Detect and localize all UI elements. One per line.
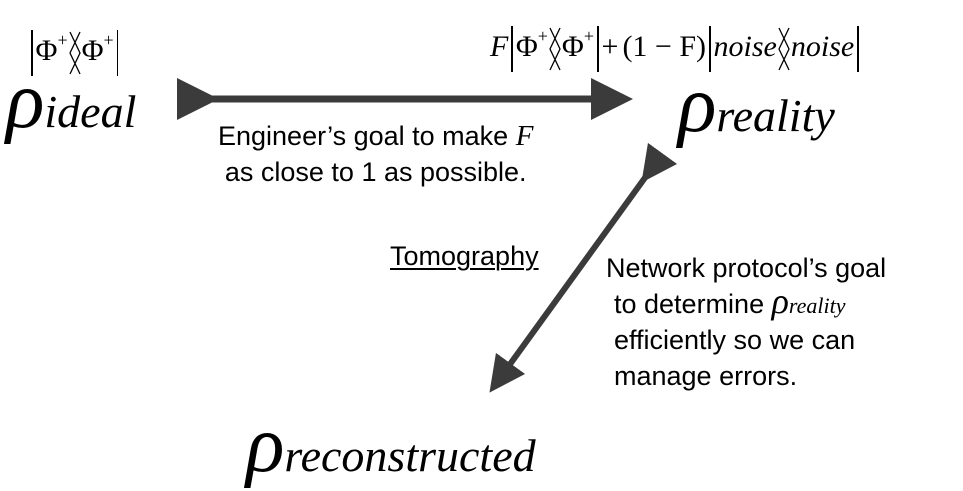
noise-ket: noise	[713, 30, 777, 63]
plus-sign: +	[601, 30, 619, 63]
ket-bar-left	[511, 26, 513, 73]
ket-bar-left	[709, 26, 711, 73]
network-goal-line2: to determine	[614, 289, 765, 319]
rho-reconstructed-symbol: ρ	[246, 401, 285, 489]
reality-ket-sup: +	[537, 26, 548, 46]
network-goal-line1: Network protocol’s goal	[606, 253, 887, 283]
rho-reality: ρreality	[678, 60, 835, 151]
mixing-factor: (1 − F)	[622, 30, 707, 63]
ideal-ket-symbol: Φ	[35, 34, 58, 67]
reality-ket-symbol: Φ	[515, 30, 538, 63]
engineer-goal-line2: as close to 1 as possible.	[224, 157, 527, 187]
network-rho-subscript: reality	[788, 293, 846, 318]
bra-bar-right	[857, 26, 859, 73]
rho-ideal-subscript: ideal	[44, 86, 137, 137]
fidelity-coefficient: F	[490, 30, 509, 63]
ket-bar-left	[31, 30, 33, 77]
network-goal-line3: efficiently so we can	[614, 325, 856, 355]
ket-bra-angle-icon	[68, 31, 81, 75]
reality-bra-sup: +	[583, 26, 595, 46]
ket-bra-angle-icon	[549, 27, 561, 71]
noise-bra: noise	[790, 30, 855, 63]
ket-bra-angle-icon	[778, 27, 790, 71]
rho-reconstructed: ρreconstructed	[246, 400, 536, 491]
engineer-goal-line1: Engineer’s goal to make	[218, 121, 509, 151]
ideal-bra-sup: +	[103, 30, 114, 50]
bra-bar-right	[116, 30, 119, 77]
engineer-goal-text: Engineer’s goal to make F as close to 1 …	[218, 118, 533, 190]
reality-bra-symbol: Φ	[561, 30, 584, 63]
ideal-density-formula: Φ+Φ+	[28, 14, 121, 77]
rho-reality-symbol: ρ	[678, 61, 717, 149]
network-rho-symbol: ρ	[771, 281, 789, 321]
ideal-bra-symbol: Φ	[81, 34, 104, 67]
tomography-label: Tomography	[390, 241, 539, 271]
ideal-ket-sup: +	[57, 30, 68, 50]
rho-reconstructed-subscript: reconstructed	[284, 430, 536, 481]
engineer-goal-variable: F	[515, 120, 534, 152]
rho-ideal: ρideal	[6, 56, 136, 147]
network-goal-line4: manage errors.	[614, 361, 798, 391]
tomography-arrow	[489, 142, 678, 393]
bra-bar-right	[597, 26, 599, 73]
rho-reality-subscript: reality	[716, 90, 835, 141]
network-goal-text: Network protocol’s goal to determine ρre…	[606, 250, 886, 394]
rho-ideal-symbol: ρ	[6, 57, 45, 145]
